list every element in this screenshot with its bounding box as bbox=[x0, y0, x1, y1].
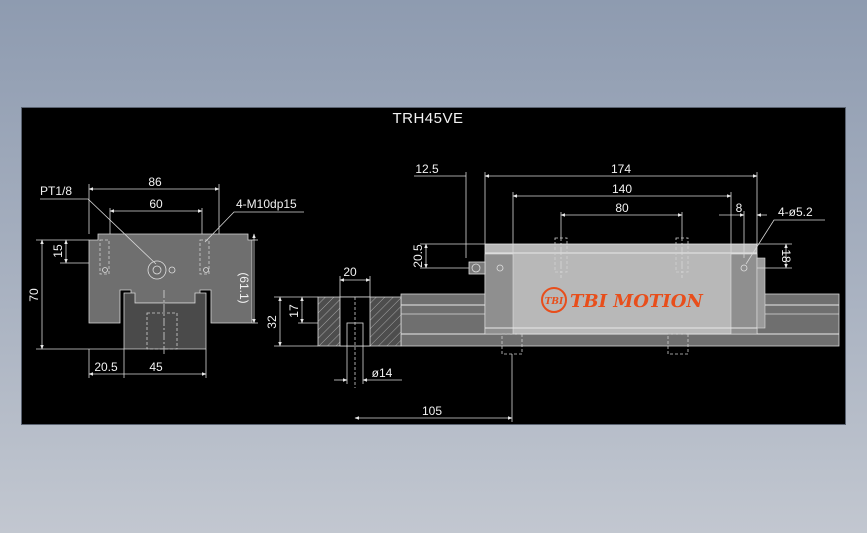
dim-rail-pitch: 105 bbox=[422, 404, 442, 418]
front-block-body bbox=[88, 233, 253, 324]
dim-rail-offset: 20.5 bbox=[94, 360, 118, 374]
brand-logo-mark: TBI bbox=[545, 297, 564, 307]
dim-hole-pitch: 80 bbox=[615, 201, 629, 215]
dim-width-total: 86 bbox=[148, 175, 162, 189]
dim-counterbore: ø14 bbox=[372, 366, 393, 380]
cad-drawing-viewport[interactable]: TRH45VE 86 60 PT1/8 4-M10dp15 bbox=[21, 107, 846, 425]
dim-height-block: (61.1) bbox=[237, 272, 251, 303]
dim-end-offset: 8 bbox=[736, 201, 743, 215]
dim-height-total: 70 bbox=[27, 288, 41, 302]
dim-rail-top: 17 bbox=[287, 304, 301, 318]
dim-rail-height: 32 bbox=[265, 315, 279, 329]
label-mount-holes: 4-ø5.2 bbox=[778, 205, 813, 219]
dim-hole-height: 18 bbox=[779, 249, 793, 263]
dim-rail-width: 45 bbox=[149, 360, 163, 374]
label-port: PT1/8 bbox=[40, 184, 72, 198]
dim-rail-head: 20 bbox=[343, 265, 357, 279]
dim-height-top: 15 bbox=[51, 244, 65, 258]
cad-drawing-canvas[interactable]: TRH45VE 86 60 PT1/8 4-M10dp15 bbox=[22, 108, 847, 426]
label-tap-holes: 4-M10dp15 bbox=[236, 197, 297, 211]
brand-logo: TBI TBI MOTION bbox=[541, 287, 704, 313]
grease-nipple bbox=[147, 260, 167, 280]
side-view: TBI TBI MOTION 12.5 174 140 80 8 4-ø5.2 bbox=[265, 162, 840, 422]
dim-nipple-height: 20.5 bbox=[411, 244, 425, 268]
dim-length-body: 140 bbox=[612, 182, 632, 196]
dim-length-total: 174 bbox=[611, 162, 631, 176]
brand-logo-text: TBI MOTION bbox=[570, 291, 704, 312]
dim-grease-offset: 12.5 bbox=[415, 162, 439, 176]
dim-width-holes: 60 bbox=[149, 197, 163, 211]
drawing-title: TRH45VE bbox=[392, 110, 463, 127]
front-view: 86 60 PT1/8 4-M10dp15 70 15 (61.1) 20.5 … bbox=[27, 175, 304, 378]
side-block-body bbox=[484, 243, 758, 335]
front-rail-bolt-hole bbox=[146, 312, 178, 350]
